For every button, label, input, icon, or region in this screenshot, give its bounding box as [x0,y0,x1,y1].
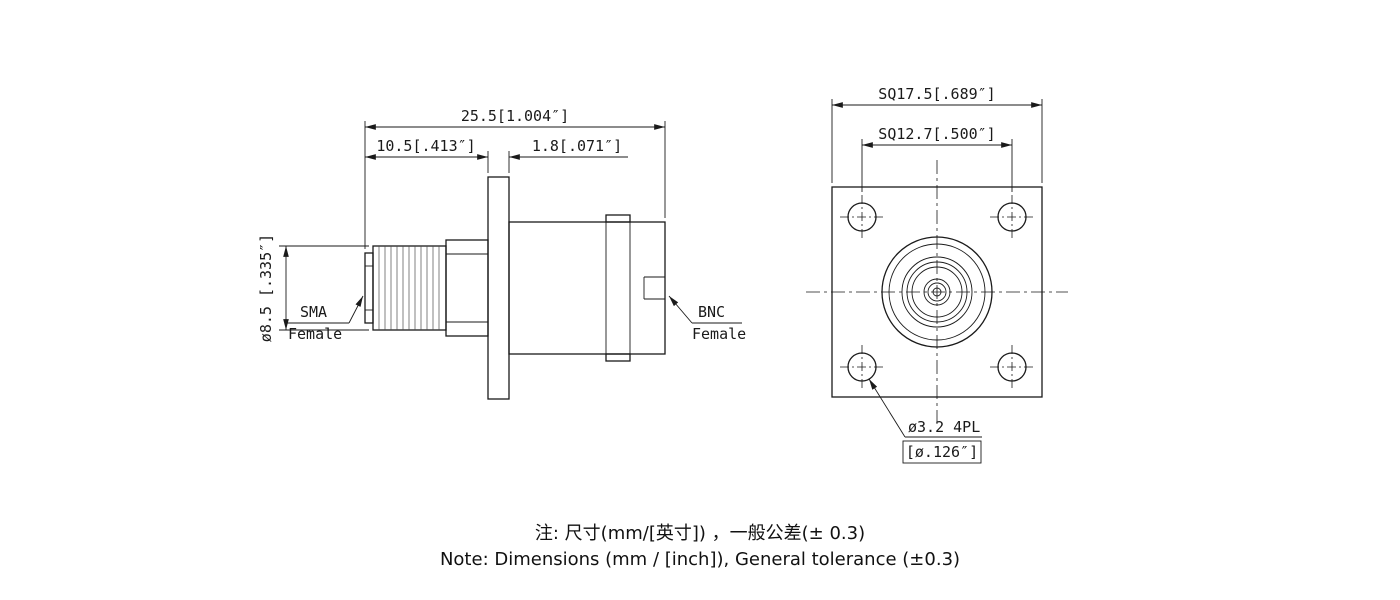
note-english: Note: Dimensions (mm / [inch]), General … [439,549,961,570]
front-view-centerlines [806,160,1068,424]
dim-body-diameter-label: ø8.5 [.335″] [257,234,275,342]
flange-geometry [487,176,510,400]
dim-overall-length-label: 25.5[1.004″] [461,107,569,125]
dim-flange-thickness: 1.8[.071″] [508,137,628,173]
bnc-label-line2: Female [692,325,746,343]
flange-square-geometry [831,186,1043,398]
dim-flange-square-label: SQ17.5[.689″] [878,85,995,103]
mounting-holes [840,195,1034,389]
dim-hole-diameter: ø3.2 4PL [ø.126″] [868,378,982,464]
bnc-label: BNC Female [668,295,746,343]
sma-label-line1: SMA [300,303,327,321]
dim-flange-square: SQ17.5[.689″] [831,85,1043,183]
dim-flange-thickness-label: 1.8[.071″] [532,137,622,155]
dim-sma-length-label: 10.5[.413″] [376,137,475,155]
dim-hole-spacing-label: SQ12.7[.500″] [878,125,995,143]
dim-hole-spacing: SQ12.7[.500″] [861,125,1013,192]
sma-label: SMA Female [287,295,364,343]
dim-body-diameter: ø8.5 [.335″] [257,234,369,342]
front-view: SQ17.5[.689″] SQ12.7[.500″] ø3.2 4PL [ø.… [806,85,1068,464]
sma-label-line2: Female [288,325,342,343]
bnc-connector-geometry [508,214,666,362]
dim-overall-length: 25.5[1.004″] [364,107,666,249]
sma-connector-geometry [364,239,489,337]
dim-sma-length: 10.5[.413″] [365,137,489,173]
dim-hole-diameter-inch-label: [ø.126″] [906,443,978,461]
general-notes: 注: 尺寸(mm/[英寸]) ，一般公差(± 0.3) Note: Dimens… [0,521,1400,573]
bnc-face-circles [881,236,993,348]
note-chinese: 注: 尺寸(mm/[英寸]) ，一般公差(± 0.3) [534,523,866,544]
side-view: 25.5[1.004″] 10.5[.413″] 1.8[.071″] ø8.5… [257,107,746,400]
bnc-label-line1: BNC [698,303,725,321]
dim-hole-diameter-label: ø3.2 4PL [908,418,980,436]
